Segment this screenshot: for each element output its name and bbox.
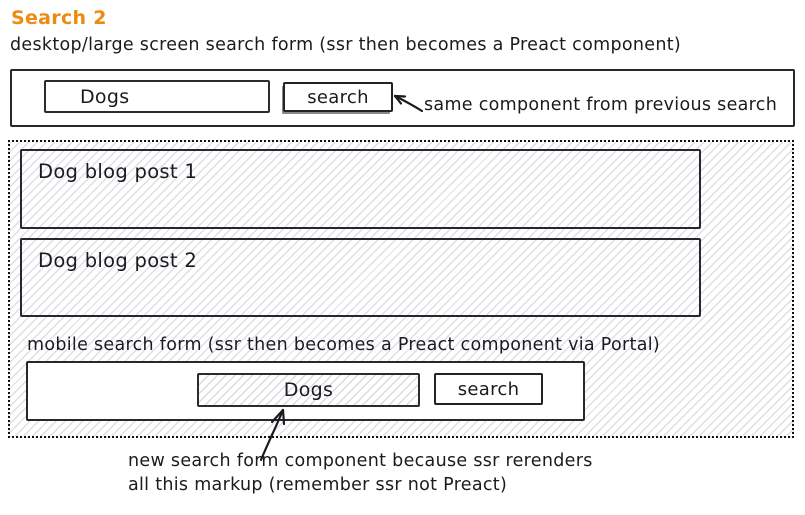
mobile-search-button[interactable]: search bbox=[434, 373, 543, 405]
desktop-search-input[interactable] bbox=[44, 80, 270, 113]
footnote-line-2: all this markup (remember ssr not Preact… bbox=[128, 475, 508, 495]
page-title: Search 2 bbox=[11, 7, 107, 29]
desktop-search-button[interactable]: search bbox=[283, 82, 393, 112]
ssr-results-region: Dog blog post 1 Dog blog post 2 mobile s… bbox=[8, 140, 794, 438]
arrow-up-left-icon bbox=[393, 94, 423, 113]
blog-post-card: Dog blog post 1 bbox=[20, 149, 701, 229]
blog-post-title: Dog blog post 2 bbox=[38, 249, 198, 272]
arrow-up-icon bbox=[259, 408, 286, 462]
footnote-line-1: new search form component because ssr re… bbox=[128, 451, 593, 471]
desktop-search-form: search bbox=[10, 69, 795, 127]
mobile-search-input[interactable] bbox=[197, 373, 420, 407]
desktop-form-annotation: same component from previous search bbox=[424, 95, 778, 115]
mobile-section-label: mobile search form (ssr then becomes a P… bbox=[27, 335, 661, 355]
blog-post-title: Dog blog post 1 bbox=[38, 160, 198, 183]
desktop-section-label: desktop/large screen search form (ssr th… bbox=[10, 35, 682, 55]
footnote-annotation: new search form component because ssr re… bbox=[128, 449, 593, 497]
blog-post-card: Dog blog post 2 bbox=[20, 238, 701, 317]
